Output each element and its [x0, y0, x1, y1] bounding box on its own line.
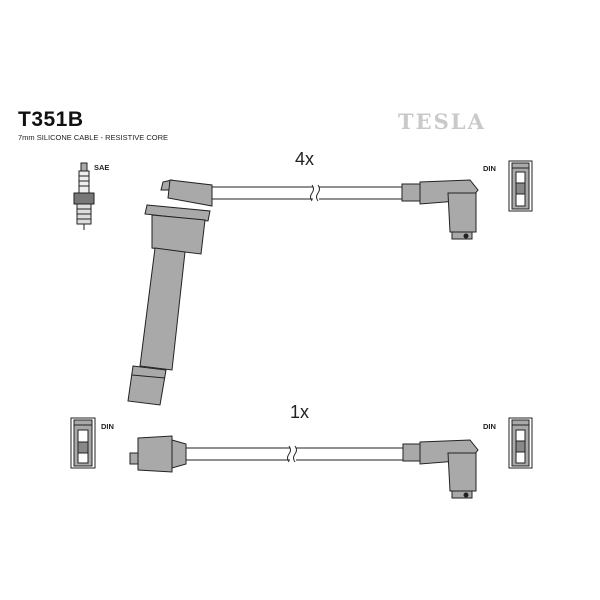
- upper-right-standard-label: DIN: [483, 164, 496, 173]
- spark-plug-standard-label: SAE: [94, 163, 110, 172]
- lower-lead-quantity: 1x: [290, 402, 310, 422]
- cable-spec: 7mm SILICONE CABLE - RESISTIVE CORE: [18, 133, 169, 142]
- lower-left-standard-label: DIN: [101, 422, 114, 431]
- upper-cable: [212, 184, 402, 202]
- din-socket-icon: [508, 160, 533, 212]
- lower-right-angled-boot: [402, 439, 479, 499]
- lower-right-standard-label: DIN: [483, 422, 496, 431]
- upper-right-angled-boot: [401, 179, 479, 240]
- upper-lead-quantity: 4x: [295, 149, 315, 169]
- din-socket-icon: [70, 417, 96, 469]
- brand-logo: TESLA: [398, 109, 486, 134]
- din-socket-icon: [508, 417, 533, 469]
- lower-left-straight-boot: [129, 435, 187, 473]
- spark-plug-boot-long: [127, 179, 213, 406]
- spark-plug-icon: [73, 162, 95, 230]
- lower-cable: [186, 445, 403, 463]
- part-number: T351B: [18, 108, 84, 131]
